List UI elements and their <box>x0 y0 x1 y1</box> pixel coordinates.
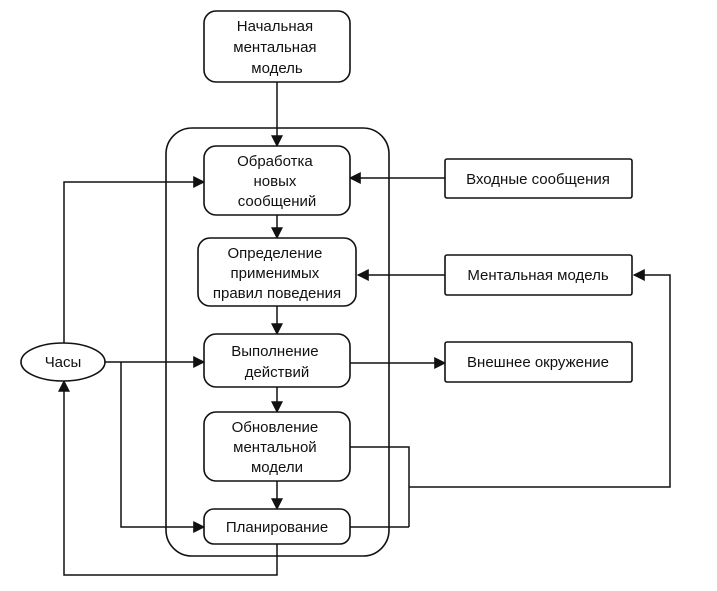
svg-text:Выполнение действий: Выполнение действий <box>231 343 322 381</box>
svg-text:Часы: Часы <box>45 354 82 371</box>
svg-text:Начальная ментальная: Начальная ментальная модель <box>233 18 320 77</box>
node-define-rules: Определение применимых правил поведения <box>197 237 357 307</box>
node-update-model: Обновление ментальной модели <box>203 411 351 482</box>
node-planning: Планирование <box>203 508 351 545</box>
svg-text:Обработка новых со: Обработка новых сообщений <box>237 153 317 210</box>
node-process-messages: Обработка новых сообщений <box>203 145 351 216</box>
svg-text:Определение применимых: Определение применимых правил поведения <box>213 245 341 302</box>
node-environment: Внешнее окружение <box>444 341 633 383</box>
edge-feedback-to-mentalmodel <box>409 269 671 488</box>
edge-clock-to-processing <box>63 176 206 343</box>
node-mental-model: Ментальная модель <box>444 254 633 296</box>
edges <box>58 82 671 576</box>
node-start-model: Начальная ментальная модель <box>203 10 351 83</box>
node-clock: Часы <box>20 342 106 382</box>
node-execute-actions: Выполнение действий <box>203 333 351 388</box>
edge-update-out <box>350 446 410 527</box>
svg-text:Входные сообщения: Входные сообщения <box>466 171 610 188</box>
svg-text:Ментальная модель: Ментальная модель <box>467 267 608 284</box>
node-input-messages: Входные сообщения <box>444 158 633 199</box>
svg-text:Внешнее окружение: Внешнее окружение <box>467 354 609 371</box>
svg-text:Планирование: Планирование <box>226 519 328 536</box>
edge-planning-to-clock <box>58 379 278 576</box>
edge-clock-to-planning <box>120 362 206 533</box>
svg-text:Обновление ментальной: Обновление ментальной модели <box>232 419 323 476</box>
